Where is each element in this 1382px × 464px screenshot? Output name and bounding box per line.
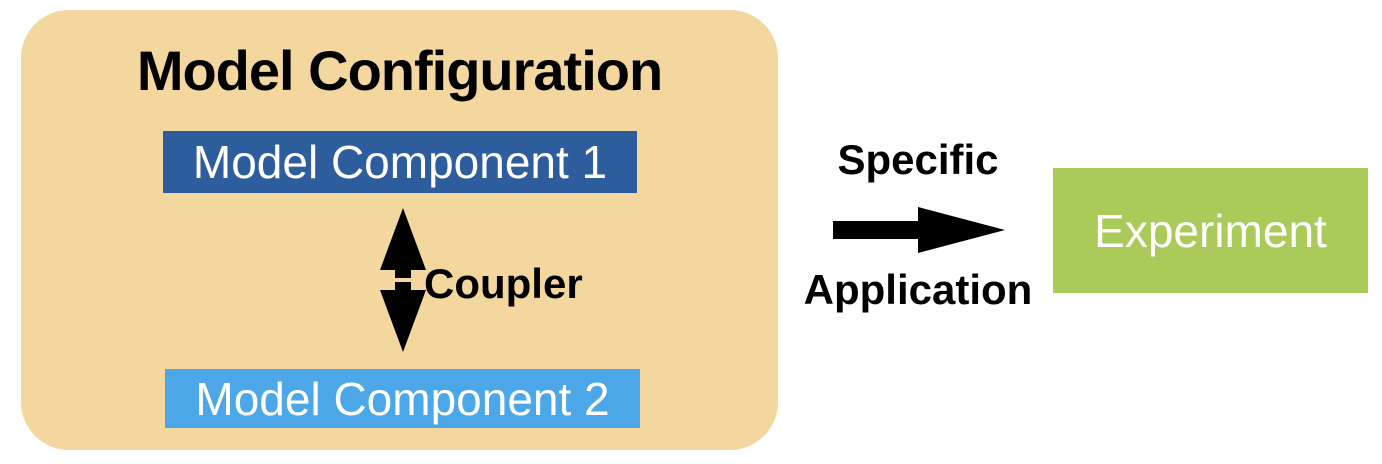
model-component-1-label: Model Component 1 (192, 136, 608, 188)
model-component-2-box: Model Component 2 (165, 369, 640, 428)
coupler-double-arrow-icon (380, 208, 426, 352)
model-configuration-group: Model Configuration Model Component 1 Co… (21, 10, 778, 450)
model-component-1-box: Model Component 1 (163, 131, 637, 193)
application-label: Application (803, 266, 1033, 313)
model-configuration-title: Model Configuration (136, 39, 663, 102)
experiment-box: Experiment (1053, 168, 1368, 293)
coupler-label: Coupler (424, 260, 583, 307)
experiment-label: Experiment (1094, 204, 1327, 257)
specific-label: Specific (837, 136, 999, 183)
application-right-arrow-icon (833, 207, 1005, 253)
model-component-2-label: Model Component 2 (195, 372, 610, 425)
